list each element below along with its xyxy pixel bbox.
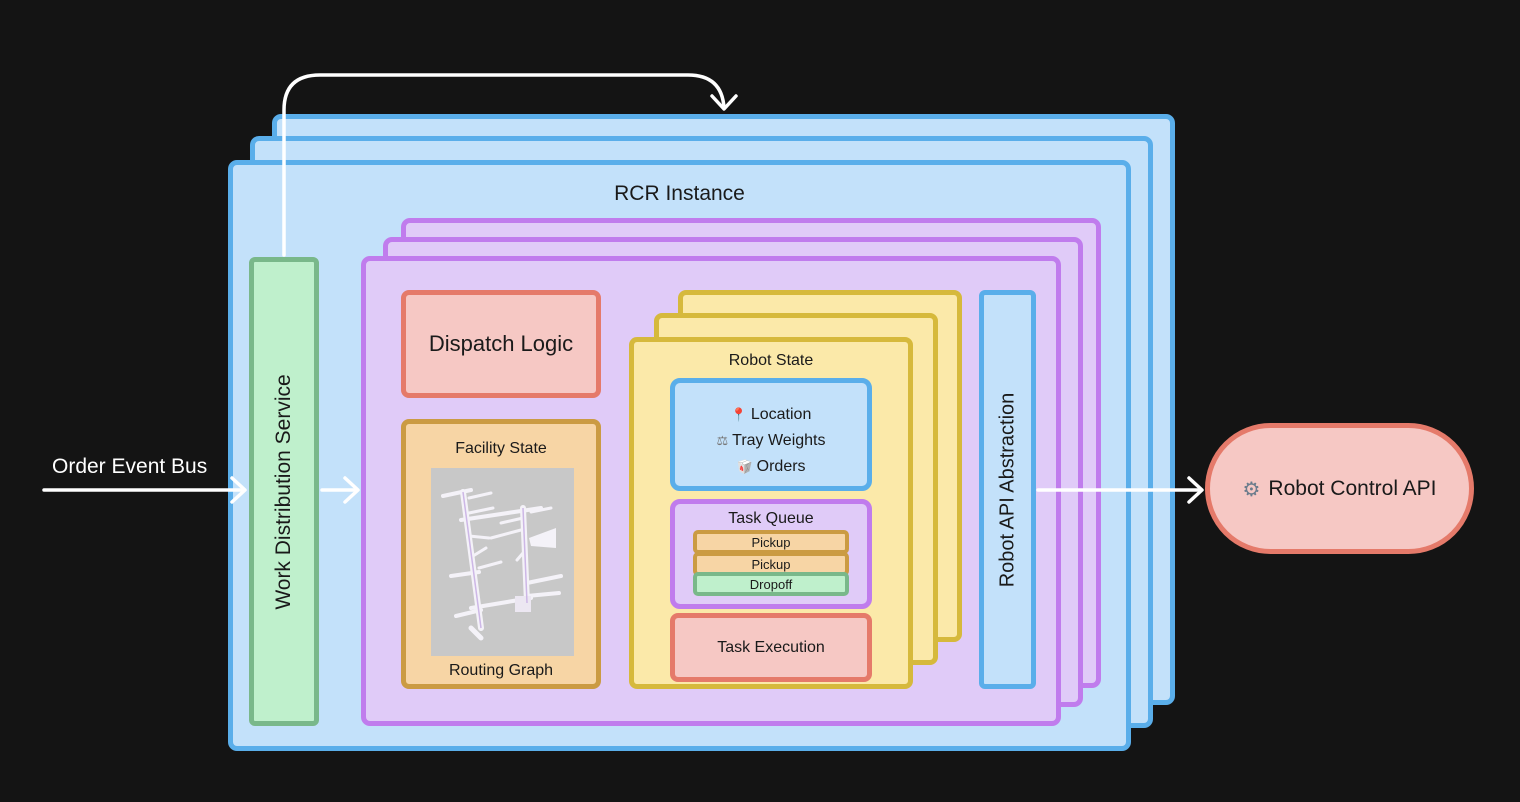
state-field-orders: 🥡Orders	[736, 458, 806, 475]
pin-icon: 📍	[730, 408, 747, 423]
state-field-location: 📍Location	[730, 406, 812, 423]
work-distribution-service-label: Work Distribution Service	[272, 373, 295, 610]
routing-graph-caption: Routing Graph	[448, 662, 554, 679]
task-queue[interactable]: Task Queue Pickup Pickup Dropoff	[670, 499, 872, 609]
robot-state-fields: 📍Location ⚖Tray Weights 🥡Orders	[670, 378, 872, 491]
task-execution-label: Task Execution	[717, 638, 825, 656]
work-distribution-service[interactable]: Work Distribution Service	[249, 257, 319, 726]
robot-control-api[interactable]: ⚙ Robot Control API	[1205, 423, 1474, 554]
dispatch-logic-label: Dispatch Logic	[428, 331, 574, 356]
dispatch-logic[interactable]: Dispatch Logic	[401, 290, 601, 398]
state-field-tray-weights: ⚖Tray Weights	[716, 432, 826, 449]
scale-icon: ⚖	[716, 434, 729, 449]
robot-api-abstraction-label: Robot API Abstraction	[996, 392, 1018, 587]
robot-state[interactable]: Robot State 📍Location ⚖Tray Weights 🥡Ord…	[629, 337, 913, 689]
arrowhead-control	[1187, 476, 1204, 504]
routing-graph-map	[441, 488, 563, 641]
task-execution[interactable]: Task Execution	[670, 613, 872, 682]
robot-control-api-label: Robot Control API	[1268, 476, 1437, 500]
robot-api-abstraction[interactable]: Robot API Abstraction	[979, 290, 1036, 689]
facility-state[interactable]: Facility State	[401, 419, 601, 689]
facility-state-title: Facility State	[455, 440, 547, 457]
facility-map-image	[431, 468, 574, 656]
task-queue-item[interactable]: Pickup	[693, 530, 849, 554]
task-queue-item[interactable]: Dropoff	[693, 572, 849, 596]
rcr-instance-title: RCR Instance	[614, 182, 745, 205]
arrowhead-loop	[710, 94, 738, 111]
order-event-bus-label: Order Event Bus	[52, 455, 208, 478]
task-queue-title: Task Queue	[728, 510, 814, 527]
takeout-box-icon: 🥡	[736, 460, 753, 475]
robot-state-title: Robot State	[728, 352, 814, 369]
gear-icon: ⚙	[1242, 476, 1261, 501]
